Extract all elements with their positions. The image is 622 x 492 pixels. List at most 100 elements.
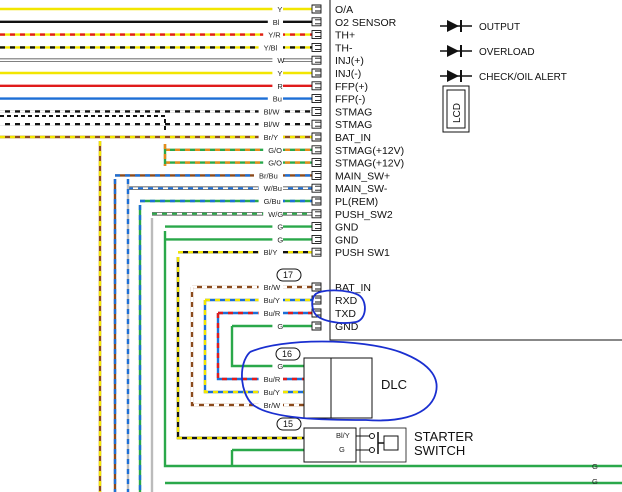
lcd-inner-box xyxy=(446,89,466,129)
pin-terminal-19 xyxy=(311,247,322,257)
c17-terminal-3 xyxy=(311,321,322,331)
pin-code-bg-9 xyxy=(258,119,283,129)
pin-terminal-3 xyxy=(311,42,322,52)
dlc-code-bg-2 xyxy=(258,387,283,396)
bottom-wire-code-2: G xyxy=(592,477,598,486)
dlc-wire-3 xyxy=(190,287,312,407)
pin-code-0: Y xyxy=(277,5,282,14)
pin-terminal-16 xyxy=(311,209,322,219)
pin-code-bg-6 xyxy=(272,80,283,90)
legend-check-oil-label: CHECK/OIL ALERT xyxy=(479,72,567,83)
trunk-gnd xyxy=(163,231,622,468)
pin-code-bg-12 xyxy=(263,157,283,167)
connector-17-number: 17 xyxy=(283,270,293,280)
pin-code-bg-4 xyxy=(272,55,283,65)
connector-15-number-box xyxy=(276,417,302,431)
pin-label-16: PUSH_SW2 xyxy=(335,209,393,221)
dlc-body xyxy=(330,357,373,419)
pin-label-7: FFP(-) xyxy=(335,94,365,106)
pin-terminal-15 xyxy=(311,196,322,206)
pin-label-10: BAT_IN xyxy=(335,132,371,144)
pin-label-9: STMAG xyxy=(335,119,372,131)
pin-label-2: TH+ xyxy=(335,30,355,42)
dlc-code-3: Br/W xyxy=(264,401,282,410)
starter-switch-label-line1: STARTER xyxy=(414,429,473,444)
pin-terminal-7 xyxy=(311,94,322,104)
overload-led-icon xyxy=(440,45,472,57)
pin-code-19: Bl/Y xyxy=(264,248,278,257)
pin-terminal-0 xyxy=(311,4,322,14)
connector-16-number-box xyxy=(275,347,301,361)
dlc-code-2: Bu/Y xyxy=(264,388,280,397)
pin-code-16: W/G xyxy=(268,210,283,219)
pin-code-14: W/Bu xyxy=(264,184,282,193)
dlc-code-bg-1 xyxy=(258,374,283,383)
pin-terminal-2 xyxy=(311,30,322,40)
connector-17: 17 xyxy=(276,268,302,282)
dlc-code-bg-0 xyxy=(272,361,283,370)
pin-code-bg-3 xyxy=(258,42,283,52)
pin-label-3: TH- xyxy=(335,42,353,54)
c17-code-bg-1 xyxy=(258,295,283,304)
pin-code-3: Y/Bl xyxy=(264,43,278,52)
dlc-code-0: G xyxy=(277,362,283,371)
connector-16-number: 16 xyxy=(282,349,292,359)
pin-code-12: G/O xyxy=(268,159,282,168)
ecu-box-outline xyxy=(329,0,622,341)
pin-label-13: MAIN_SW+ xyxy=(335,170,390,182)
pin-code-5: Y xyxy=(277,69,282,78)
c17-code-bg-0 xyxy=(258,282,283,291)
pin-code-bg-0 xyxy=(272,4,283,13)
pin-code-bg-16 xyxy=(263,208,283,218)
connector-15-housing xyxy=(303,427,357,463)
pin-code-15: G/Bu xyxy=(264,197,281,206)
pin-code-bg-19 xyxy=(258,247,283,257)
pin-label-15: PL(REM) xyxy=(335,196,378,208)
pin-label-18: GND xyxy=(335,234,359,246)
pin-label-6: FFP(+) xyxy=(335,81,368,93)
pin-code-17: G xyxy=(277,223,283,232)
pin-code-bg-18 xyxy=(272,234,283,244)
pin-terminal-12 xyxy=(311,158,322,168)
annotation-circle-dlc xyxy=(241,340,438,422)
pin-label-17: GND xyxy=(335,222,359,234)
pin-terminal-14 xyxy=(311,183,322,193)
pin-code-bg-8 xyxy=(258,106,283,116)
c17-code-1: Bu/Y xyxy=(264,296,280,305)
pin-terminal-13 xyxy=(311,170,322,180)
pin-label-11: STMAG(+12V) xyxy=(335,145,404,157)
pin-code-13: Br/Bu xyxy=(259,171,278,180)
pin-terminal-6 xyxy=(311,81,322,91)
pin-code-4: W xyxy=(277,56,285,65)
c17-code-bg-3 xyxy=(272,321,283,330)
pin-code-1: Bl xyxy=(273,18,280,27)
pin-code-bg-1 xyxy=(267,16,283,26)
starter-switch-label-line2: SWITCH xyxy=(414,443,465,458)
pin-label-14: MAIN_SW- xyxy=(335,183,388,195)
c17-label-3: GND xyxy=(335,321,359,333)
dlc-wire-1-stripe xyxy=(216,313,312,381)
annotation-circle-rxd-txd xyxy=(311,289,366,324)
c17-code-0: Br/W xyxy=(264,283,282,292)
pin-code-11: G/O xyxy=(268,146,282,155)
pin-terminal-17 xyxy=(311,222,322,232)
connector-16: 16 DLC xyxy=(275,347,407,419)
pin-terminal-11 xyxy=(311,145,322,155)
pin-terminal-9 xyxy=(311,119,322,129)
pin-label-1: O2 SENSOR xyxy=(335,17,397,29)
pin-code-bg-13 xyxy=(254,170,283,180)
c17-code-3: G xyxy=(277,322,283,331)
c17-code-2: Bu/R xyxy=(264,309,281,318)
dlc-code-bg-3 xyxy=(258,400,283,409)
connector-17-number-box xyxy=(276,268,302,282)
pin-terminal-10 xyxy=(311,132,322,142)
pin-code-7: Bu xyxy=(273,95,282,104)
connector-15-number: 15 xyxy=(283,419,293,429)
dlc-wire-0 xyxy=(230,326,312,368)
dlc-wire-3-stripe xyxy=(190,287,312,407)
legend-output-label: OUTPUT xyxy=(479,22,520,33)
pin-code-bg-15 xyxy=(258,196,283,205)
pin-code-2: Y/R xyxy=(268,31,281,40)
trunk-black-yellow-stripe xyxy=(176,257,312,440)
